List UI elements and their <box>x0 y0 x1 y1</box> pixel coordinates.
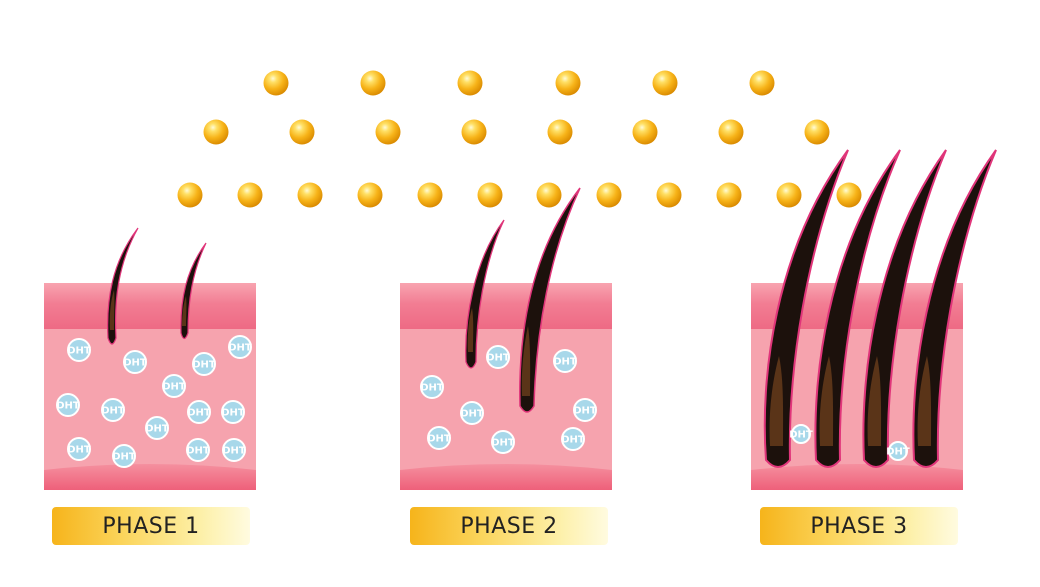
hair-strand <box>519 187 581 413</box>
droplet <box>461 119 487 145</box>
dht-label: DHT <box>221 408 245 419</box>
dht-badge: DHT <box>67 338 91 362</box>
droplet <box>547 119 573 145</box>
dht-badge: DHT <box>789 424 813 444</box>
dht-label: DHT <box>186 446 210 457</box>
droplet <box>203 119 229 145</box>
dht-label: DHT <box>192 360 216 371</box>
dht-label: DHT <box>56 401 80 412</box>
droplet <box>804 119 830 145</box>
dht-label: DHT <box>427 434 451 445</box>
dht-label: DHT <box>67 445 91 456</box>
dht-label: DHT <box>67 346 91 357</box>
hair-strand <box>465 219 505 369</box>
dht-badge: DHT <box>123 350 147 374</box>
dht-label: DHT <box>561 435 585 446</box>
hair-strand <box>763 149 849 468</box>
dht-badge: DHT <box>222 438 246 462</box>
dht-label: DHT <box>123 358 147 369</box>
dht-badge: DHT <box>56 393 80 417</box>
droplet <box>836 182 862 208</box>
droplet <box>457 70 483 96</box>
dht-label: DHT <box>486 353 510 364</box>
dht-badge: DHT <box>553 349 577 373</box>
hair-strand <box>107 227 139 345</box>
dht-badge: DHT <box>221 400 245 424</box>
hair-strand <box>862 149 947 468</box>
dht-badge: DHT <box>112 444 136 468</box>
droplet <box>360 70 386 96</box>
phase-1-label: PHASE 1 <box>52 507 250 545</box>
droplet <box>749 70 775 96</box>
droplet <box>716 182 742 208</box>
droplet-field <box>177 70 862 208</box>
droplet <box>237 182 263 208</box>
dht-badge-group: DHT DHT DHT DHT DHT DHT DHT DHT DHT DHT DHT DHT DHT D… <box>56 335 910 468</box>
dht-badge: DHT <box>186 438 210 462</box>
droplet <box>536 182 562 208</box>
droplet <box>357 182 383 208</box>
dht-badge: DHT <box>427 426 451 450</box>
dht-badge: DHT <box>491 430 515 454</box>
droplet <box>632 119 658 145</box>
dht-label: DHT <box>112 452 136 463</box>
dht-label: DHT <box>553 357 577 368</box>
droplet <box>776 182 802 208</box>
dht-badge: DHT <box>145 416 169 440</box>
dht-badge: DHT <box>460 401 484 425</box>
dht-badge: DHT <box>101 398 125 422</box>
dht-badge: DHT <box>886 441 910 461</box>
droplet <box>477 182 503 208</box>
dht-label: DHT <box>491 438 515 449</box>
droplet <box>177 182 203 208</box>
droplet <box>375 119 401 145</box>
dht-label: DHT <box>789 430 813 441</box>
dht-label: DHT <box>145 424 169 435</box>
droplet <box>652 70 678 96</box>
dht-badge: DHT <box>162 374 186 398</box>
dht-badge: DHT <box>187 400 211 424</box>
dht-badge: DHT <box>67 437 91 461</box>
dht-badge: DHT <box>486 345 510 369</box>
phase-2-label: PHASE 2 <box>410 507 608 545</box>
hair-strand <box>912 149 997 468</box>
droplet <box>656 182 682 208</box>
hair-strand <box>180 242 207 340</box>
droplet <box>263 70 289 96</box>
droplet <box>297 182 323 208</box>
dht-label: DHT <box>187 408 211 419</box>
droplet <box>555 70 581 96</box>
dht-label: DHT <box>162 382 186 393</box>
dht-label: DHT <box>101 406 125 417</box>
hair-strand <box>814 149 901 468</box>
dht-label: DHT <box>460 409 484 420</box>
hair-strands <box>107 149 997 468</box>
dht-badge: DHT <box>420 375 444 399</box>
droplet <box>718 119 744 145</box>
dht-badge: DHT <box>561 427 585 451</box>
skin-block-phase-2 <box>400 283 612 490</box>
dht-label: DHT <box>222 446 246 457</box>
dht-label: DHT <box>886 447 910 458</box>
dht-badge: DHT <box>192 352 216 376</box>
dht-label: DHT <box>573 406 597 417</box>
dht-badge: DHT <box>228 335 252 359</box>
dht-label: DHT <box>420 383 444 394</box>
droplet <box>289 119 315 145</box>
droplet <box>417 182 443 208</box>
droplet <box>596 182 622 208</box>
dht-badge: DHT <box>573 398 597 422</box>
phase-3-label: PHASE 3 <box>760 507 958 545</box>
dht-label: DHT <box>228 343 252 354</box>
